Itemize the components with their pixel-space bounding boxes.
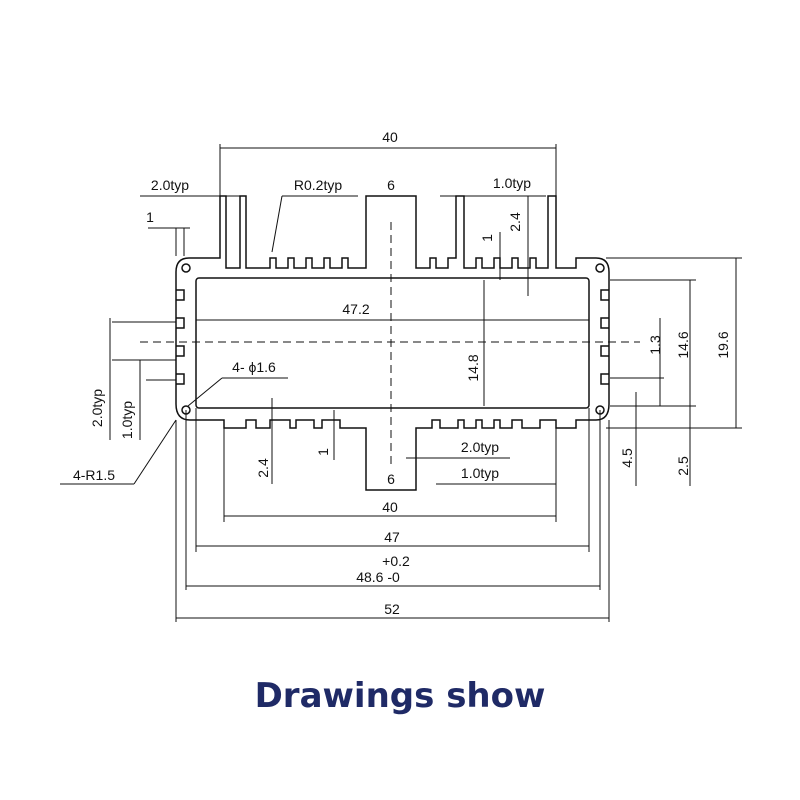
dim-width-47: 47 (384, 529, 400, 545)
dim-bottom-fin-width: 1 (315, 448, 331, 456)
dim-top-fin-width: 1 (479, 234, 495, 242)
dim-inner-width: 47.2 (342, 301, 369, 317)
dim-bottom-width: 40 (382, 499, 398, 515)
enclosure-drawing: 40 2.0typ R0.2typ 6 1.0typ 2.4 1 1 47.2 … (60, 129, 742, 622)
dim-left-fin: 1 (146, 209, 154, 225)
dim-top-fin-height: 2.4 (507, 212, 523, 232)
dim-bottom-center-slot: 6 (387, 471, 395, 487)
dim-right-25: 2.5 (675, 456, 691, 476)
dim-top-fin-gap: 1.0typ (493, 175, 531, 191)
dim-right-45: 4.5 (619, 448, 635, 468)
dim-right-total: 19.6 (715, 331, 731, 358)
dim-right-mid: 14.6 (675, 331, 691, 358)
dim-inner-height: 14.8 (465, 354, 481, 381)
dim-left-wall: 2.0typ (89, 389, 105, 427)
dim-top-radius: R0.2typ (294, 177, 342, 193)
dim-right-small: 1.3 (647, 335, 663, 355)
dim-top-wall: 2.0typ (151, 177, 189, 193)
caption: Drawings show (254, 676, 546, 716)
dim-width-52: 52 (384, 601, 400, 617)
dim-bottom-wall: 2.0typ (461, 439, 499, 455)
dimension-lines (60, 144, 742, 622)
dim-holes: 4- ϕ1.6 (232, 359, 276, 375)
dim-corner-radius: 4-R1.5 (73, 467, 115, 483)
dimension-labels: 40 2.0typ R0.2typ 6 1.0typ 2.4 1 1 47.2 … (73, 129, 731, 617)
dim-left-gap: 1.0typ (119, 401, 135, 439)
center-lines (140, 222, 640, 468)
dim-width-48-6: 48.6 -0 (356, 569, 400, 585)
enclosure-profile (175, 195, 610, 491)
dim-bottom-fin-height: 2.4 (255, 458, 271, 478)
dim-bottom-gap: 1.0typ (461, 465, 499, 481)
dim-top-center-slot: 6 (387, 177, 395, 193)
dim-tolerance-plus: +0.2 (382, 553, 410, 569)
dim-top-width: 40 (382, 129, 398, 145)
